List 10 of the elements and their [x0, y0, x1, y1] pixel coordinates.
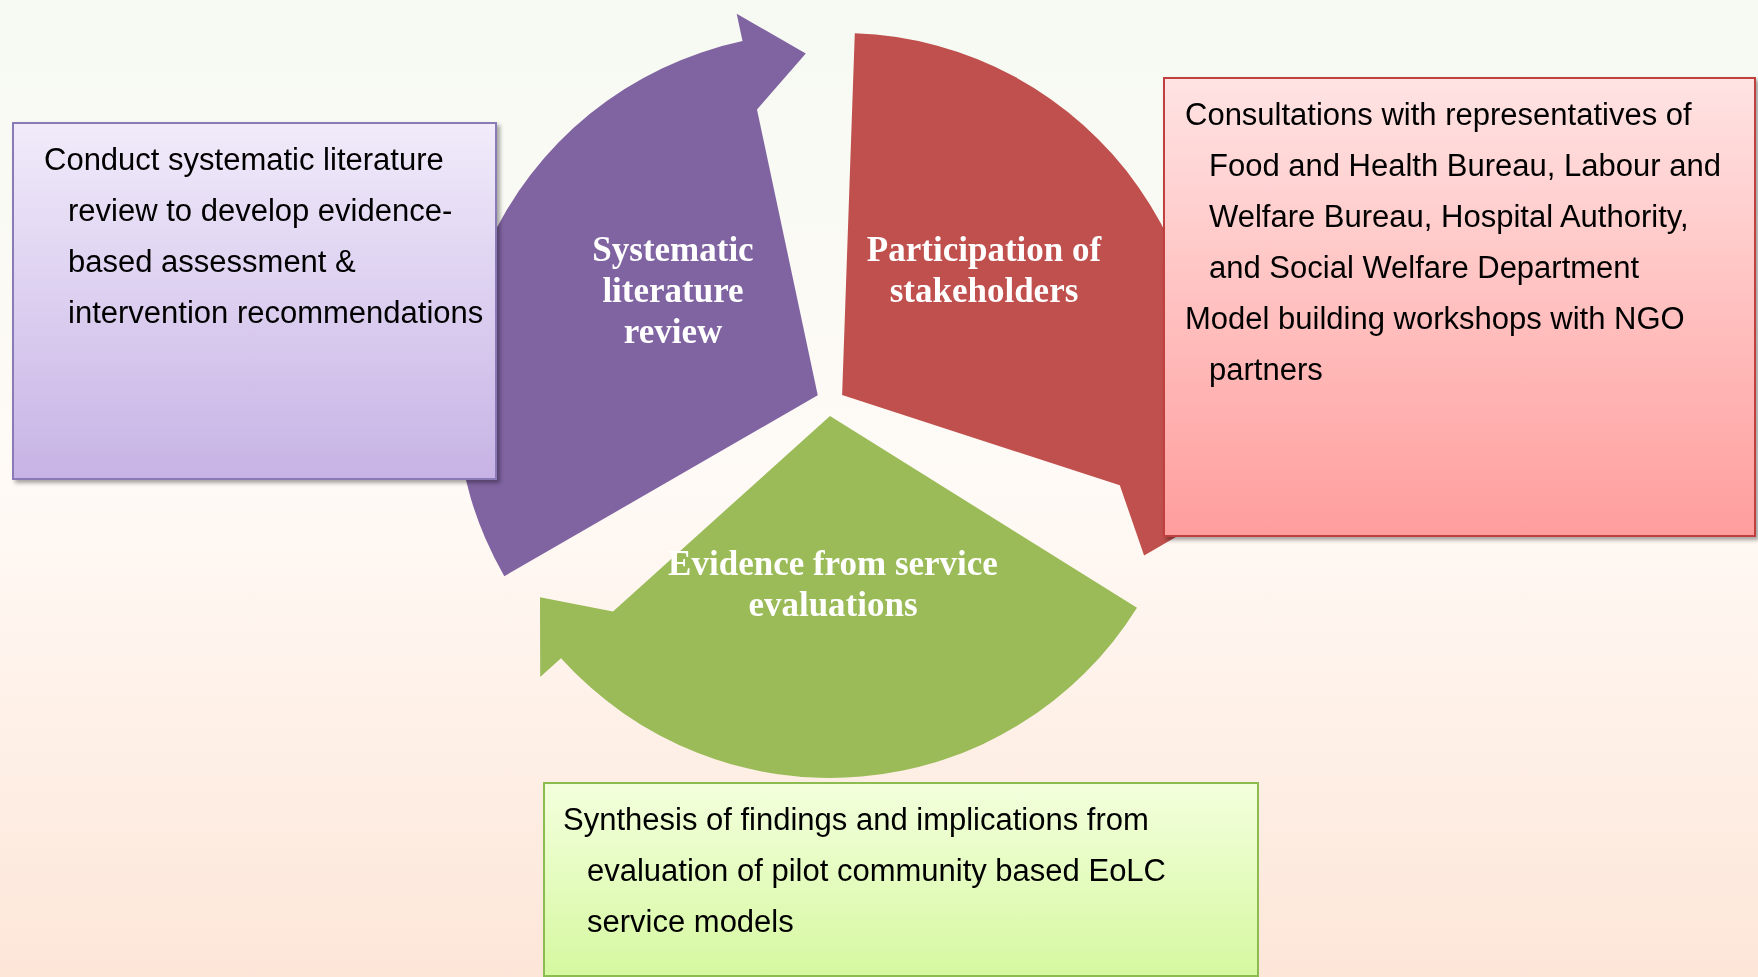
segment-label: Evidence from service evaluations: [667, 543, 999, 625]
bullet-text: Model building workshops with NGO partners: [1185, 300, 1686, 389]
segment-label: Systematic literature review: [591, 229, 755, 352]
bullet-text: Conduct systematic literature review to develop evidence-based assessment & intervention recommendations: [44, 141, 485, 332]
bullet-text: Synthesis of findings and implications from evaluation of pilot community based EoLC service models: [563, 801, 1167, 941]
text-box: [12, 122, 497, 480]
segment-label: Participation of stakeholders: [865, 229, 1103, 311]
text-box: [1163, 77, 1756, 537]
text-box: [543, 782, 1259, 977]
bullet-text: Consultations with representatives of Food and Health Bureau, Labour and Welfare Bureau, Hospital Authority, and Social Welfare Department: [1185, 96, 1722, 287]
